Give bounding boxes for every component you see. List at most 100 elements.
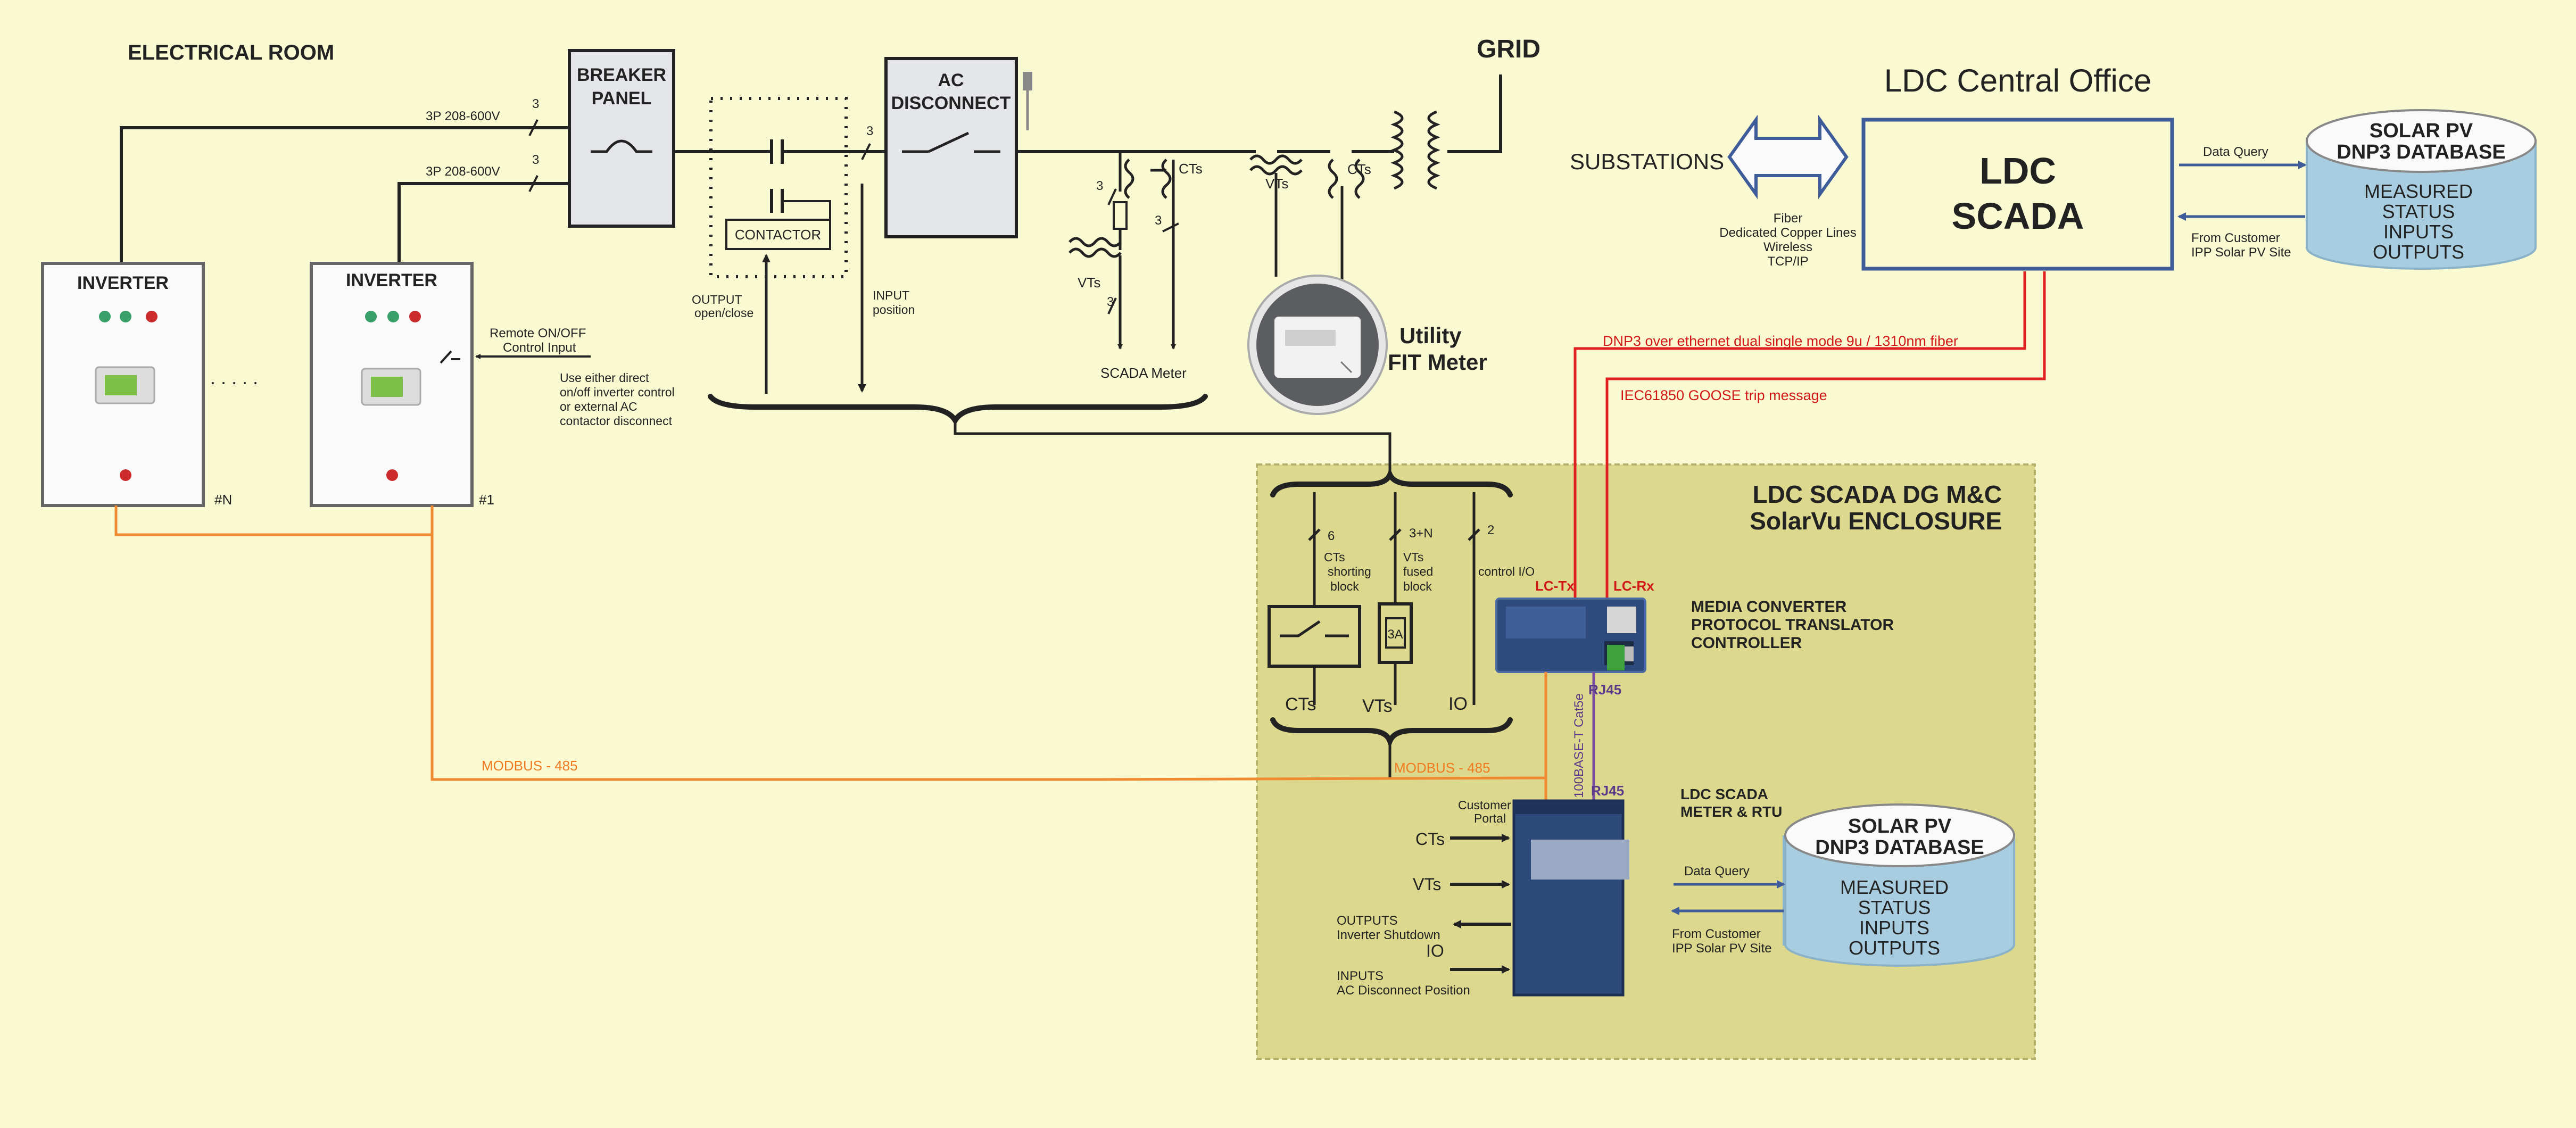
count-label: 3 <box>1096 179 1103 193</box>
utility-fit-meter <box>1247 275 1388 415</box>
remote-label: Control Input <box>503 341 576 355</box>
media-converter-label: PROTOCOL TRANSLATOR <box>1691 616 1894 634</box>
svg-text:INVERTER: INVERTER <box>346 270 437 291</box>
inverter-tag-1: #1 <box>479 492 494 508</box>
count-label: 3 <box>1155 213 1162 228</box>
enc-cts-label: CTs <box>1285 694 1316 715</box>
db-item: OUTPUTS <box>1849 937 1940 959</box>
fiber-links <box>1573 271 2046 599</box>
inverter-n: INVERTER <box>41 262 205 507</box>
utility-meter-label: Utility <box>1399 323 1462 348</box>
rtu-vts: VTs <box>1413 875 1441 894</box>
svg-text:INVERTER: INVERTER <box>77 273 169 293</box>
count-label: 3 <box>532 153 539 167</box>
substations-arrow <box>1727 114 1849 200</box>
control-io-label: control I/O <box>1478 565 1535 578</box>
output-label: open/close <box>694 306 753 320</box>
local-from-customer-label: From Customer <box>1672 927 1761 941</box>
link-type-label: Fiber <box>1774 211 1803 226</box>
control-note: or external AC <box>560 400 637 413</box>
central-from-customer-label: IPP Solar PV Site <box>2191 245 2291 260</box>
lc-tx-label: LC-Tx <box>1535 578 1575 594</box>
conductor-count-ticks <box>528 119 1179 314</box>
remote-label: Remote ON/OFF <box>490 326 586 341</box>
contactor: CONTACTOR <box>709 97 848 278</box>
output-label: OUTPUT <box>692 293 742 306</box>
central-db-title: SOLAR PV <box>2370 120 2473 142</box>
central-db-item: STATUS <box>2382 201 2455 222</box>
ldc-scada-label: SCADA <box>1952 195 2084 237</box>
cts-block-label: shorting <box>1328 565 1371 578</box>
vts-label: VTs <box>1078 275 1100 291</box>
inverter-dots: . . . . . <box>210 367 258 388</box>
inverter-tag-n: #N <box>214 492 232 508</box>
central-data-query-label: Data Query <box>2203 145 2268 159</box>
modbus-label: MODBUS - 485 <box>1394 760 1490 776</box>
rtu-io-arrows <box>1450 834 1511 974</box>
ct-shorting-block <box>1268 605 1361 668</box>
customer-portal-label: Portal <box>1474 811 1506 825</box>
vts-block-label: VTs <box>1403 550 1423 564</box>
count-label: 3 <box>532 97 539 111</box>
rj45-label-top: RJ45 <box>1588 682 1621 698</box>
feeder-label-1: 3P 208-600V <box>426 109 500 123</box>
central-db-item: INPUTS <box>2383 221 2454 243</box>
vts-block-label: block <box>1403 579 1432 593</box>
ethernet-label: 100BASE-T Cat5e <box>1572 693 1586 798</box>
bus-count: 3+N <box>1409 526 1433 541</box>
enclosure-title: LDC SCADA DG M&C <box>1753 480 2002 508</box>
db-title: SOLAR PV <box>1848 815 1952 837</box>
cts-block-label: CTs <box>1324 550 1345 564</box>
central-db-item: OUTPUTS <box>2373 241 2464 263</box>
scada-rtu <box>1512 799 1629 997</box>
rtu-io: IO <box>1426 941 1444 960</box>
vts-label: VTs <box>1265 176 1288 192</box>
grid-transformer <box>1390 110 1440 190</box>
control-note: contactor disconnect <box>560 414 673 428</box>
enclosure-brace-top <box>1270 468 1513 497</box>
input-label: position <box>873 303 915 317</box>
customer-portal-label: Customer <box>1458 798 1511 812</box>
bus-count: 6 <box>1328 529 1335 543</box>
count-label: 3 <box>866 124 873 138</box>
media-converter <box>1495 598 1646 673</box>
count-label: 3 <box>1107 295 1114 309</box>
substations-label: SUBSTATIONS <box>1570 149 1724 174</box>
scada-meter-label: SCADA Meter <box>1100 365 1187 381</box>
lc-rx-label: LC-Rx <box>1613 578 1654 594</box>
db-item: MEASURED <box>1840 876 1949 898</box>
ac-disconnect: AC DISCONNECT <box>884 57 1032 238</box>
inputs-label: AC Disconnect Position <box>1337 983 1470 998</box>
svg-text:AC: AC <box>938 70 964 90</box>
utility-meter-transformers <box>1249 154 1365 282</box>
outputs-label: Inverter Shutdown <box>1337 928 1440 942</box>
rtu-cts: CTs <box>1415 830 1445 849</box>
ldc-scada-label: LDC <box>1979 150 2056 192</box>
enclosure-buses <box>1308 492 1480 705</box>
svg-text:DISCONNECT: DISCONNECT <box>891 93 1011 113</box>
rtu-label: METER & RTU <box>1680 803 1782 820</box>
utility-meter-label: FIT Meter <box>1388 350 1487 375</box>
ldc-office-title: LDC Central Office <box>1884 63 2151 98</box>
link-type-label: Dedicated Copper Lines <box>1719 226 1857 240</box>
svg-text:PANEL: PANEL <box>592 88 652 109</box>
inputs-label: INPUTS <box>1337 969 1384 983</box>
central-db-item: MEASURED <box>2364 180 2473 202</box>
feeder-label-2: 3P 208-600V <box>426 164 500 179</box>
db-item: STATUS <box>1858 897 1931 918</box>
input-label: INPUT <box>873 288 909 302</box>
inverter-1: INVERTER <box>310 262 474 507</box>
enc-io-label: IO <box>1448 694 1468 714</box>
power-lines <box>120 74 1502 263</box>
central-solar-pv-database <box>2306 109 2537 270</box>
svg-text:BREAKER: BREAKER <box>577 65 666 85</box>
link-type-label: Wireless <box>1763 240 1812 254</box>
grid-label: GRID <box>1477 35 1540 63</box>
dnp3-link-label: DNP3 over ethernet dual single mode 9u /… <box>1603 333 1958 349</box>
ldc-scada-box <box>1861 118 2174 271</box>
media-converter-label: CONTROLLER <box>1691 634 1802 652</box>
cts-label: CTs <box>1179 161 1203 177</box>
db-title: DNP3 DATABASE <box>1815 836 1984 859</box>
cts-block-label: block <box>1330 579 1359 593</box>
